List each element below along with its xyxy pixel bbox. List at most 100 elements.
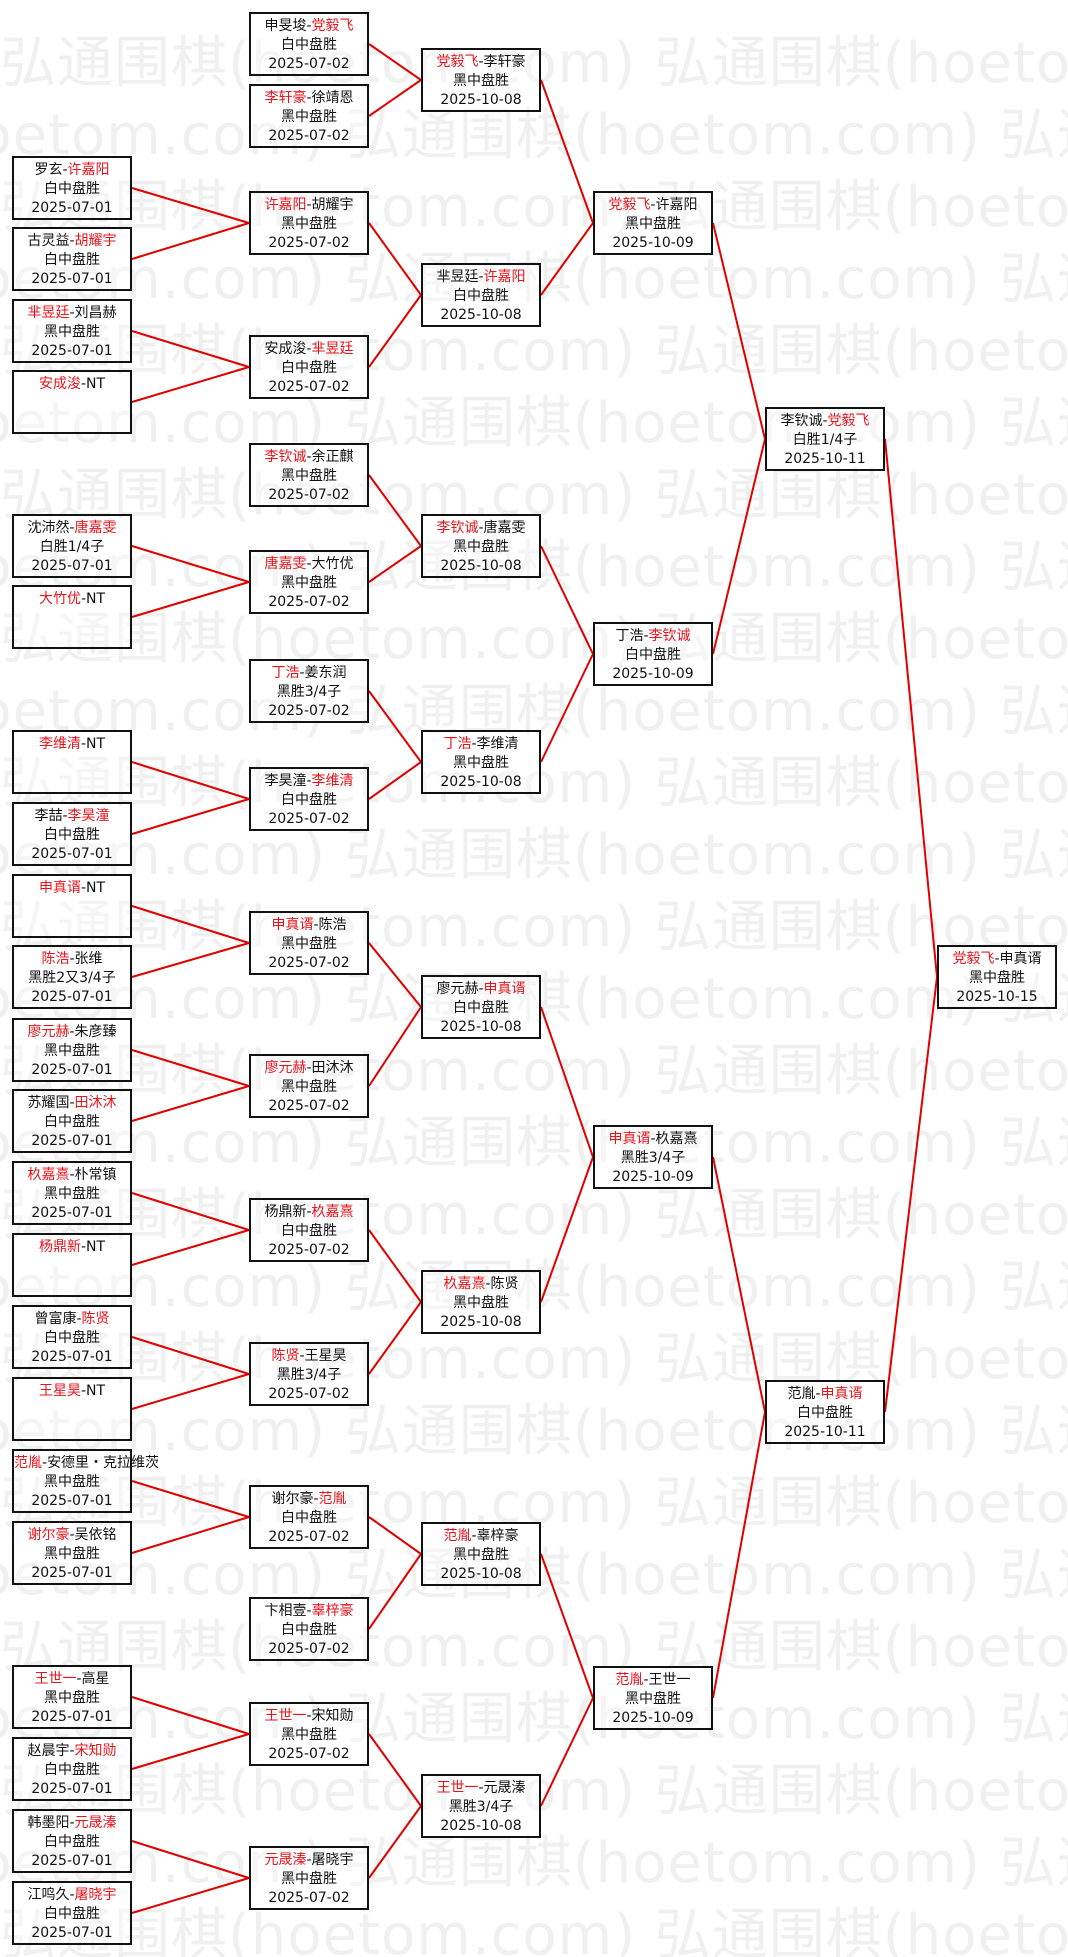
player-separator: - [69, 1095, 75, 1111]
bracket-connector [131, 330, 250, 368]
match-date: 2025-07-02 [268, 235, 350, 251]
player-separator: - [650, 197, 656, 213]
player-two: 姜东润 [304, 665, 347, 681]
match-date: 2025-10-09 [612, 1710, 694, 1726]
player-two: 辜梓豪 [311, 1603, 354, 1619]
match-result: 白中盘胜 [44, 1834, 100, 1850]
player-two: 唐嘉雯 [74, 520, 117, 536]
match-players: 廖元赫-田沐沐 [251, 1059, 367, 1078]
match-result: 白中盘胜 [281, 1510, 337, 1526]
match-date: 2025-10-08 [440, 1314, 522, 1330]
player-two: 杦嘉熹 [655, 1131, 698, 1147]
player-two: 元晟溱 [483, 1780, 526, 1796]
match-result: 黑中盘胜 [44, 1690, 100, 1706]
match-date: 2025-07-01 [31, 1062, 113, 1078]
player-separator: - [306, 1708, 312, 1724]
player-two: 许嘉阳 [483, 269, 526, 285]
match-players: 古灵益-胡耀宇 [14, 232, 130, 251]
player-one: 李钦诚 [264, 449, 307, 465]
match-result: 白胜1/4子 [792, 432, 858, 448]
player-two: NT [86, 880, 106, 896]
watermark-row: 弘通围棋(hoetom.com) 弘通围棋(hoetom.com) 弘通围棋(h… [0, 247, 1068, 312]
player-one: 范胤 [14, 1455, 42, 1471]
player-one: 芈昱廷 [27, 305, 70, 321]
match-players: 申真谞-杦嘉熹 [595, 1130, 711, 1149]
match-date: 2025-07-01 [31, 343, 113, 359]
match-date: 2025-10-08 [440, 1818, 522, 1834]
player-separator: - [299, 1348, 305, 1364]
match-players: 王世一-宋知勋 [251, 1707, 367, 1726]
bracket-connector [131, 1085, 250, 1122]
bracket-connector [131, 1696, 250, 1735]
player-two: 申真谞 [999, 951, 1042, 967]
bracket-connector [540, 1697, 594, 1807]
match-date: 2025-07-01 [31, 558, 113, 574]
player-two: NT [86, 376, 106, 392]
bracket-connector [131, 1049, 250, 1087]
player-one: 古灵益 [27, 233, 70, 249]
player-separator: - [42, 1455, 48, 1471]
bracket-connector [368, 1229, 422, 1303]
match-date: 2025-10-11 [784, 1424, 866, 1440]
match-date: 2025-07-02 [268, 1098, 350, 1114]
watermark-row: 弘通围棋(hoetom.com) 弘通围棋(hoetom.com) 弘通围棋(h… [0, 1183, 1068, 1248]
match-players: 安成浚-芈昱廷 [251, 340, 367, 359]
match-result: 白中盘胜 [44, 1762, 100, 1778]
match-date: 2025-07-02 [268, 594, 350, 610]
match-players: 陈浩-张维 [14, 950, 130, 969]
match-date: 2025-07-01 [31, 1205, 113, 1221]
match-result: 白中盘胜 [453, 288, 509, 304]
player-two: 朱彦臻 [74, 1024, 117, 1040]
match-players: 杦嘉熹-陈贤 [423, 1275, 539, 1294]
player-one: 廖元赫 [264, 1060, 307, 1076]
player-separator: - [306, 556, 312, 572]
player-two: 李轩豪 [483, 54, 526, 70]
player-separator: - [69, 1743, 75, 1759]
match-players: 唐嘉雯-大竹优 [251, 555, 367, 574]
match-date: 2025-10-09 [612, 666, 694, 682]
match-result: 黑中盘胜 [625, 1691, 681, 1707]
player-separator: - [76, 1671, 82, 1687]
bracket-connector [368, 294, 422, 368]
bracket-connector [368, 222, 422, 296]
bracket-connector [131, 761, 250, 800]
player-one: 韩墨阳 [27, 1815, 70, 1831]
player-two: 芈昱廷 [311, 341, 354, 357]
player-one: 安成浚 [38, 376, 81, 392]
match-date: 2025-07-02 [268, 379, 350, 395]
match-date: 2025-07-01 [31, 1565, 113, 1581]
match-date: 2025-10-09 [612, 1169, 694, 1185]
bracket-connector [131, 222, 250, 260]
bracket-connector [540, 653, 594, 763]
player-one: 苏耀国 [27, 1095, 70, 1111]
player-one: 丁浩 [615, 628, 644, 644]
match-players: 党毅飞-李轩豪 [423, 53, 539, 72]
player-one: 杦嘉熹 [443, 1276, 486, 1292]
match-date: 2025-07-01 [31, 1493, 113, 1509]
player-separator: - [80, 591, 87, 607]
watermark-row: 弘通围棋(hoetom.com) 弘通围棋(hoetom.com) 弘通围棋(h… [0, 319, 1068, 384]
match-players: 王星昊-NT [14, 1382, 130, 1401]
match-result: 白中盘胜 [44, 827, 100, 843]
player-separator: - [306, 1603, 312, 1619]
player-one: 杨鼎新 [38, 1239, 81, 1255]
watermark-row: 弘通围棋(hoetom.com) 弘通围棋(hoetom.com) 弘通围棋(h… [0, 751, 1068, 816]
player-one: 李轩豪 [264, 90, 307, 106]
match-result: 黑中盘胜 [453, 1547, 509, 1563]
player-one: 卞相壹 [264, 1603, 307, 1619]
match-date: 2025-07-02 [268, 811, 350, 827]
player-one: 廖元赫 [27, 1024, 70, 1040]
player-two: 胡耀宇 [74, 233, 117, 249]
match-result: 白中盘胜 [281, 1223, 337, 1239]
player-two: NT [86, 591, 106, 607]
player-separator: - [471, 736, 477, 752]
player-separator: - [80, 880, 87, 896]
match-result: 白中盘胜 [44, 1906, 100, 1922]
